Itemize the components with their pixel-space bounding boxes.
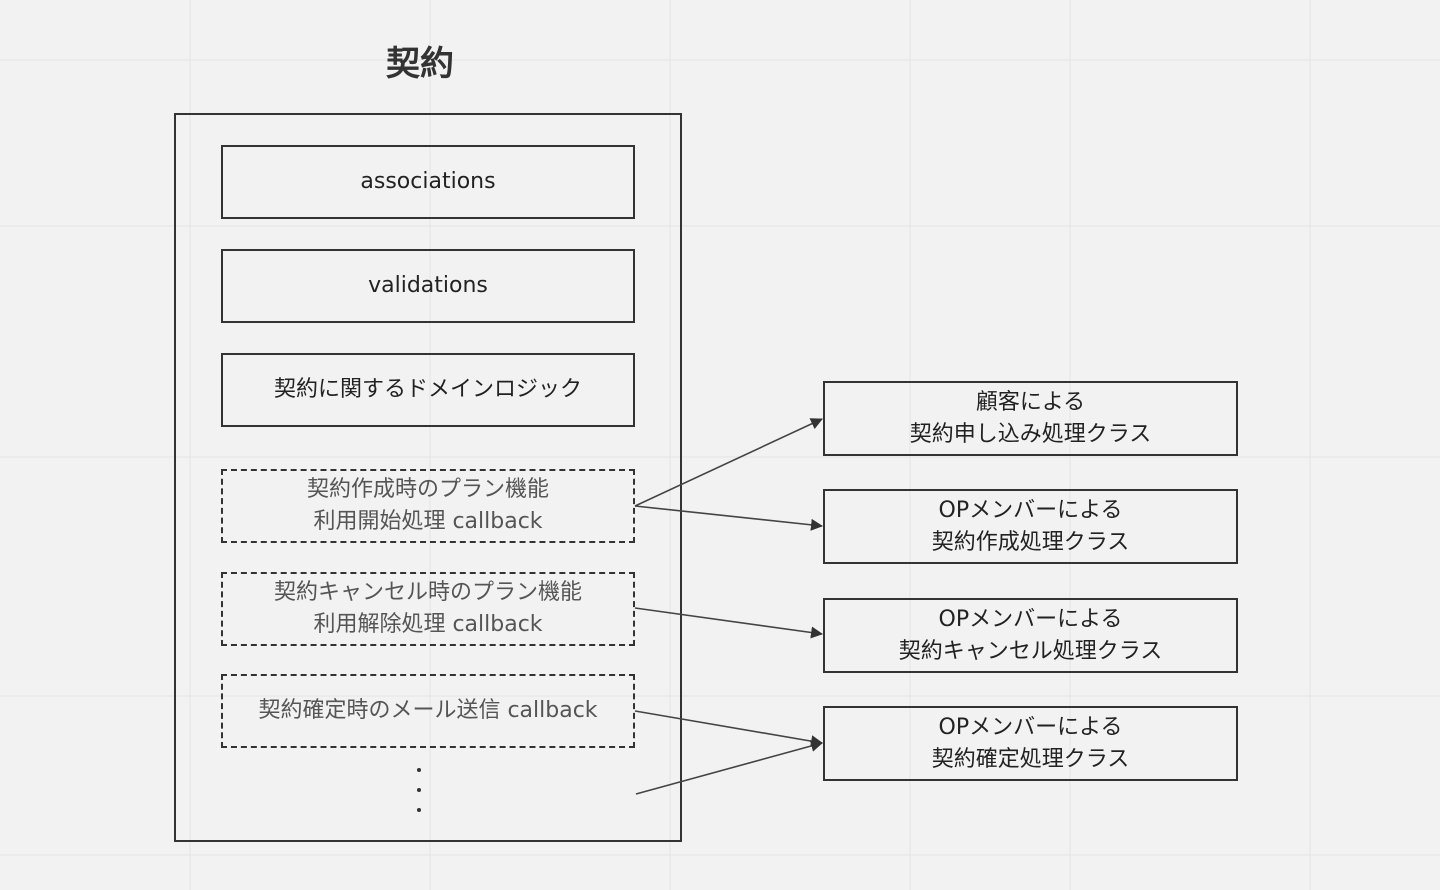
- class-box-op-create: OPメンバーによる契約作成処理クラス: [823, 489, 1238, 564]
- box-label: 契約に関するドメインロジック: [273, 377, 582, 402]
- box-label: validations: [368, 273, 488, 298]
- domain-logic-box: 契約に関するドメインロジック: [221, 353, 635, 427]
- box-label: OPメンバーによる: [938, 714, 1123, 740]
- arrow-to-class-4b: [635, 740, 823, 795]
- class-box-customer-apply: 顧客による契約申し込み処理クラス: [823, 381, 1238, 456]
- box-label: 契約申し込み処理クラス: [909, 421, 1152, 447]
- box-label: 契約確定時のメール送信 callback: [258, 698, 598, 723]
- box-label: 契約作成処理クラス: [931, 529, 1130, 555]
- callback-box-cancel: 契約キャンセル時のプラン機能利用解除処理 callback: [221, 572, 635, 646]
- arrow-to-class-3: [634, 607, 823, 639]
- box-label: 顧客による: [975, 389, 1086, 415]
- ellipsis-dot: [417, 768, 421, 772]
- ellipsis-dot: [417, 808, 421, 812]
- associations-box: associations: [221, 145, 635, 219]
- box-label: OPメンバーによる: [938, 497, 1123, 523]
- box-label: 契約確定処理クラス: [931, 746, 1130, 772]
- arrow-to-class-4a: [634, 710, 823, 748]
- arrow-to-class-1: [634, 418, 823, 507]
- validations-box: validations: [221, 249, 635, 323]
- diagram-title: 契約: [386, 44, 454, 84]
- callback-box-mail: 契約確定時のメール送信 callback: [221, 674, 635, 748]
- arrow-to-class-2: [634, 505, 823, 531]
- box-label: associations: [360, 169, 496, 194]
- ellipsis-dot: [417, 788, 421, 792]
- box-label: 契約作成時のプラン機能: [306, 477, 549, 502]
- class-box-op-cancel: OPメンバーによる契約キャンセル処理クラス: [823, 598, 1238, 673]
- box-label: 利用開始処理 callback: [313, 509, 543, 534]
- box-label: 利用解除処理 callback: [313, 612, 543, 637]
- box-label: OPメンバーによる: [938, 606, 1123, 632]
- callback-box-create: 契約作成時のプラン機能利用開始処理 callback: [221, 469, 635, 543]
- model-container: [174, 113, 682, 842]
- box-label: 契約キャンセル時のプラン機能: [273, 580, 582, 605]
- class-box-op-confirm: OPメンバーによる契約確定処理クラス: [823, 706, 1238, 781]
- box-label: 契約キャンセル処理クラス: [898, 638, 1163, 664]
